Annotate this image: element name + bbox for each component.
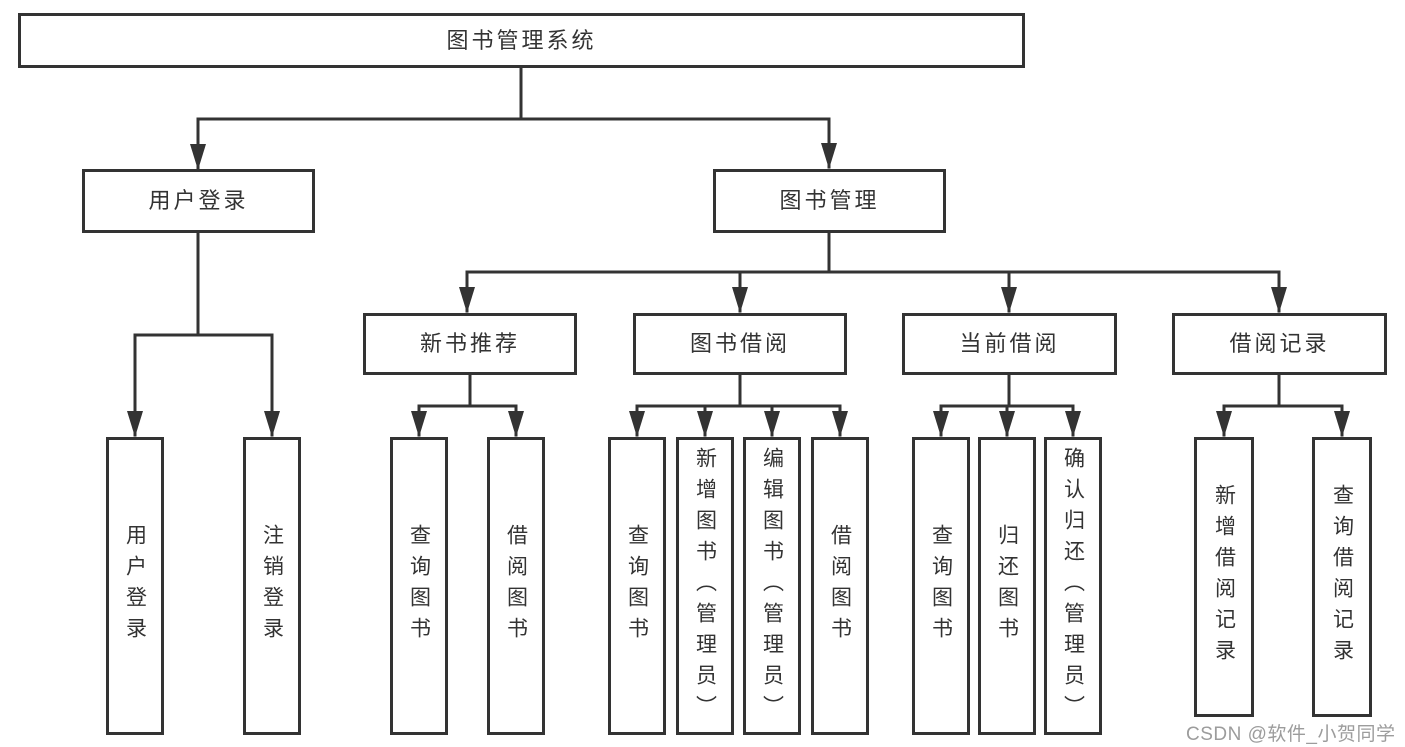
node-book-management: 图书管理 — [713, 169, 946, 233]
leaf-add-books-admin: 新增图书（管理员） — [676, 437, 734, 735]
leaf-add-borrow-record: 新增借阅记录 — [1194, 437, 1254, 717]
node-borrow-records: 借阅记录 — [1172, 313, 1387, 375]
leaf-query-borrow-record: 查询借阅记录 — [1312, 437, 1372, 717]
leaf-user-login: 用户登录 — [106, 437, 164, 735]
leaf-return-books: 归还图书 — [978, 437, 1036, 735]
node-book-borrow: 图书借阅 — [633, 313, 847, 375]
leaf-confirm-return-admin: 确认归还（管理员） — [1044, 437, 1102, 735]
leaf-borrow-books: 借阅图书 — [811, 437, 869, 735]
node-current-borrow: 当前借阅 — [902, 313, 1117, 375]
leaf-borrow-books-recommend: 借阅图书 — [487, 437, 545, 735]
leaf-logout: 注销登录 — [243, 437, 301, 735]
node-user-login: 用户登录 — [82, 169, 315, 233]
leaf-query-books-borrow: 查询图书 — [608, 437, 666, 735]
node-new-book-recommend: 新书推荐 — [363, 313, 577, 375]
leaf-edit-books-admin: 编辑图书（管理员） — [743, 437, 801, 735]
node-root-library-system: 图书管理系统 — [18, 13, 1025, 68]
leaf-query-books-recommend: 查询图书 — [390, 437, 448, 735]
leaf-query-books-current: 查询图书 — [912, 437, 970, 735]
csdn-watermark: CSDN @软件_小贺同学 — [1186, 724, 1396, 745]
